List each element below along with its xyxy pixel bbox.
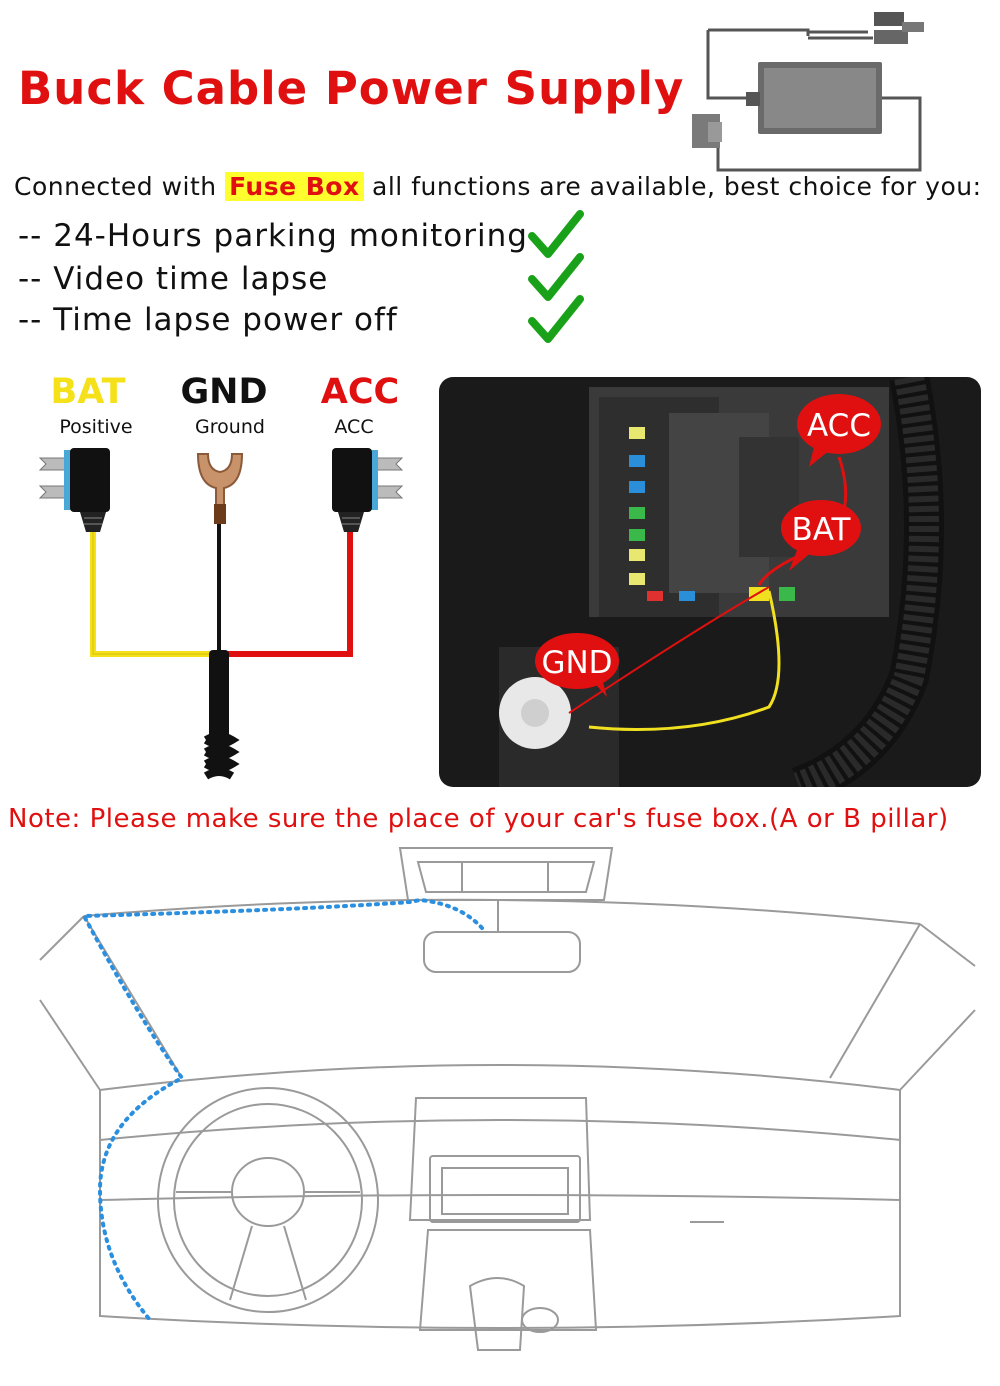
wire-sublabel-acc: ACC: [334, 416, 374, 438]
steering-wheel-icon: [157, 1087, 379, 1313]
wire-sublabel-positive: Positive: [59, 416, 133, 438]
main-cable: [209, 650, 229, 740]
gnd-callout: GND: [535, 633, 619, 697]
bat-callout: BAT: [781, 500, 861, 571]
fuse-box-photo: ACC BAT GND: [439, 377, 981, 787]
rear-view-mirror: [423, 931, 581, 973]
acc-fuse-tap-icon: [332, 448, 404, 532]
infotainment-screen-icon: [429, 1155, 581, 1223]
acc-callout: ACC: [797, 394, 881, 467]
gear-shifter-icon: [468, 1277, 526, 1351]
acc-wire: [226, 532, 353, 657]
fuse-box-highlight: Fuse Box: [225, 172, 364, 201]
car-interior-illustration: [39, 847, 976, 1351]
gnd-callout-label: GND: [541, 645, 612, 681]
bat-wire: [90, 532, 216, 657]
bat-fuse-tap-icon: [38, 448, 110, 532]
intro-text-before: Connected with: [14, 172, 226, 201]
intro-text-after: all functions are available, best choice…: [363, 172, 982, 201]
ground-fork-terminal-icon: [196, 453, 244, 524]
plug-icon: [874, 12, 904, 26]
wire-sublabel-ground: Ground: [195, 416, 265, 438]
acc-callout-label: ACC: [807, 408, 871, 444]
wiring-harness-diagram: [38, 448, 404, 780]
buck-converter-illustration: [692, 12, 924, 172]
feature-item-time-lapse-power-off: -- Time lapse power off: [18, 302, 398, 338]
intro-sentence: Connected with Fuse Box all functions ar…: [14, 172, 982, 201]
center-console: [408, 1097, 592, 1221]
checkmark-icon: [528, 295, 584, 343]
wire-label-bat: BAT: [50, 372, 126, 412]
checkmark-icon: [528, 253, 584, 301]
wire-label-gnd: GND: [180, 372, 268, 412]
fuse-box-note: Note: Please make sure the place of your…: [8, 804, 949, 834]
overhead-console: [398, 847, 614, 901]
fuse-row-icon: [629, 427, 795, 601]
feature-item-video-time-lapse: -- Video time lapse: [18, 261, 329, 297]
cable-routing-path: [80, 897, 484, 1322]
checkmark-icon: [528, 210, 584, 258]
feature-item-parking-monitoring: -- 24-Hours parking monitoring: [18, 218, 528, 254]
bat-callout-label: BAT: [791, 512, 851, 548]
wire-label-acc: ACC: [320, 372, 400, 412]
page-title: Buck Cable Power Supply: [18, 62, 685, 115]
